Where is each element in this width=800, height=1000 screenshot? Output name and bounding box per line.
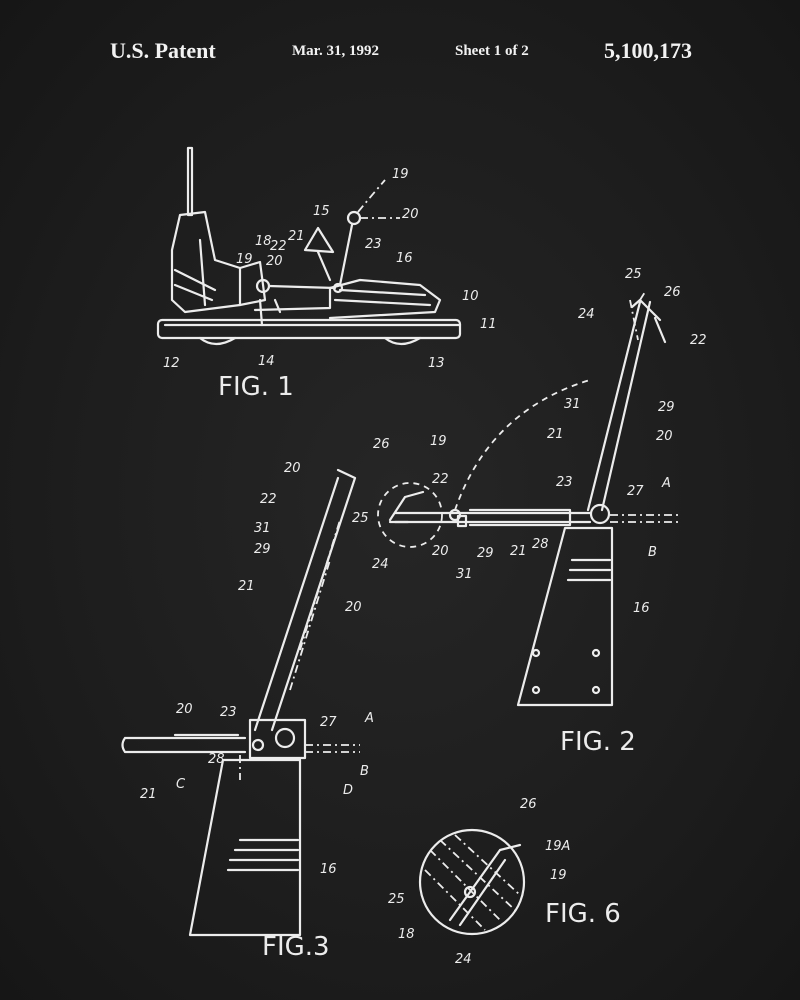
ref-label: 20	[284, 461, 301, 476]
ref-label: 27	[627, 484, 644, 499]
fig6-drawing	[418, 828, 526, 936]
ref-label: 31	[254, 521, 271, 536]
ref-label: 24	[372, 557, 389, 572]
ref-label: D	[343, 783, 353, 798]
ref-label: 25	[352, 511, 369, 526]
ref-label: 18	[255, 234, 272, 249]
ref-label: 10	[462, 289, 479, 304]
fig2-labels: 25 26 24 22 31 29 21 20 26 19 22 23 27 A…	[352, 267, 707, 757]
ref-label: 23	[220, 705, 237, 720]
ref-label: 29	[477, 546, 494, 561]
ref-label: 18	[398, 927, 415, 942]
ref-label: 26	[520, 797, 537, 812]
ref-label: 25	[625, 267, 642, 282]
ref-label: 16	[396, 251, 413, 266]
ref-label: 21	[288, 229, 305, 244]
fig2-title: FIG. 2	[560, 727, 636, 757]
fig1-labels: 19 15 20 21 18 22 19 20 23 16 10 11 12 1…	[163, 167, 497, 402]
ref-label: 19	[236, 252, 253, 267]
ref-label: 21	[547, 427, 564, 442]
ref-label: 22	[260, 492, 277, 507]
ref-label: B	[360, 764, 369, 779]
ref-label: 27	[320, 715, 337, 730]
ref-label: A	[661, 476, 671, 491]
ref-label: 25	[388, 892, 405, 907]
ref-label: 21	[238, 579, 255, 594]
fig3-drawing	[121, 468, 360, 937]
ref-label: 22	[690, 333, 707, 348]
ref-label: 23	[365, 237, 382, 252]
ref-label: 19	[430, 434, 447, 449]
fig3-labels: 20 22 31 29 21 20 20 23 27 A 21 28 C B D…	[140, 461, 374, 962]
ref-label: 28	[208, 752, 225, 767]
patent-label: U.S. Patent	[110, 38, 216, 63]
ref-label: 20	[345, 600, 362, 615]
ref-label: 21	[510, 544, 527, 559]
ref-label: 15	[313, 204, 330, 219]
ref-label: 24	[455, 952, 472, 967]
ref-label: 26	[664, 285, 681, 300]
fig3-title: FIG.3	[262, 932, 330, 962]
ref-label: 28	[532, 537, 549, 552]
ref-label: 16	[320, 862, 337, 877]
ref-label: 26	[373, 437, 390, 452]
ref-label: 31	[456, 567, 473, 582]
ref-label: 29	[254, 542, 271, 557]
ref-label: 19A	[545, 839, 570, 854]
ref-label: 13	[428, 356, 445, 371]
ref-label: 14	[258, 354, 275, 369]
fig2-drawing	[377, 291, 680, 707]
ref-label: 29	[658, 400, 675, 415]
ref-label: 20	[656, 429, 673, 444]
ref-label: 11	[480, 317, 497, 332]
ref-label: 19	[392, 167, 409, 182]
ref-label: 22	[432, 472, 449, 487]
ref-label: 20	[432, 544, 449, 559]
fig6-labels: 26 19A 19 25 18 24 FIG. 6	[388, 797, 621, 967]
patent-number: 5,100,173	[604, 38, 692, 63]
ref-label: C	[176, 777, 186, 792]
ref-label: 23	[556, 475, 573, 490]
ref-label: 31	[564, 397, 581, 412]
ref-label: 12	[163, 356, 180, 371]
ref-label: A	[364, 711, 374, 726]
sheet-number: Sheet 1 of 2	[455, 43, 529, 59]
fig6-title: FIG. 6	[545, 899, 621, 929]
ref-label: 20	[266, 254, 283, 269]
ref-label: 21	[140, 787, 157, 802]
ref-label: 20	[176, 702, 193, 717]
patent-date: Mar. 31, 1992	[292, 43, 379, 59]
ref-label: B	[648, 545, 657, 560]
ref-label: 16	[633, 601, 650, 616]
fig1-title: FIG. 1	[218, 372, 294, 402]
ref-label: 19	[550, 868, 567, 883]
ref-label: 20	[402, 207, 419, 222]
ref-label: 24	[578, 307, 595, 322]
ref-label: 22	[270, 239, 287, 254]
fig1-drawing	[156, 146, 462, 346]
